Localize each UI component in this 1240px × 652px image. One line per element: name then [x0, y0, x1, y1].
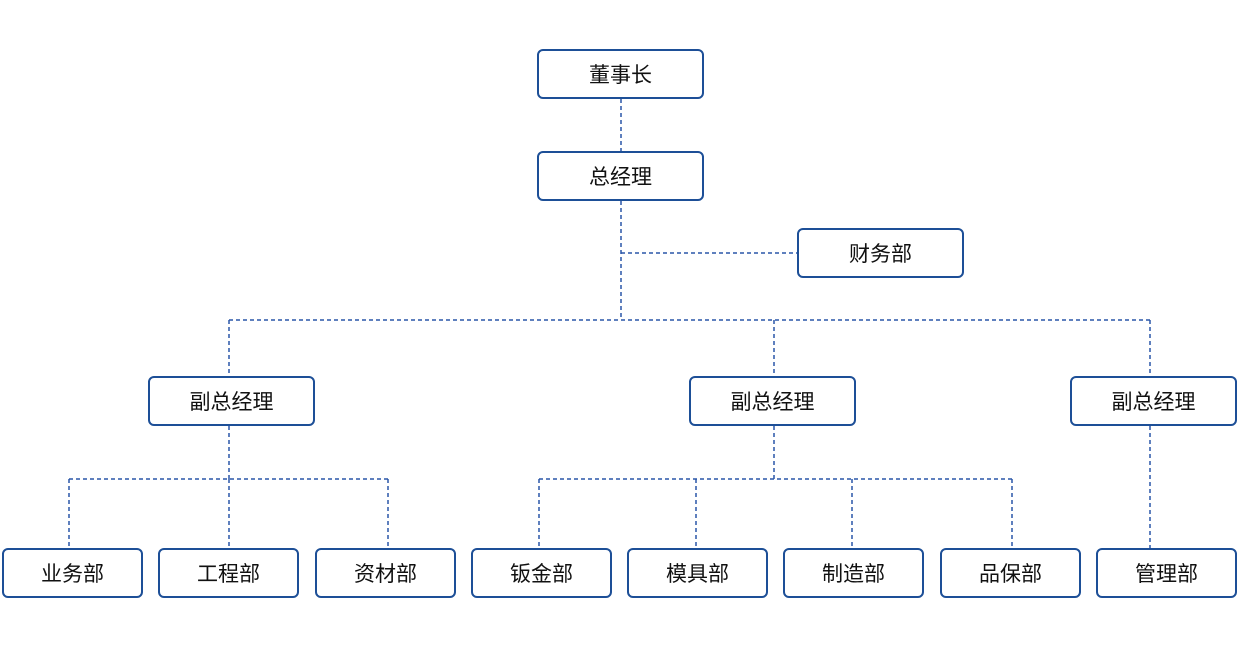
quality-dept-node[interactable]: 品保部	[940, 548, 1081, 598]
vice-gm-right-label: 副总经理	[1111, 390, 1196, 414]
vice-gm-left-label: 副总经理	[189, 390, 274, 414]
vice-gm-middle-node[interactable]: 副总经理	[689, 376, 856, 426]
general-manager-label: 总经理	[589, 165, 652, 189]
materials-dept-label: 资材部	[354, 562, 417, 586]
finance-label: 财务部	[849, 242, 912, 266]
chairman-label: 董事长	[589, 63, 652, 87]
sales-dept-label: 业务部	[41, 562, 104, 586]
finance-node[interactable]: 财务部	[797, 228, 964, 278]
general-manager-node[interactable]: 总经理	[537, 151, 704, 201]
sheet-metal-dept-node[interactable]: 钣金部	[471, 548, 612, 598]
manufacturing-dept-label: 制造部	[822, 562, 885, 586]
manufacturing-dept-node[interactable]: 制造部	[783, 548, 924, 598]
mold-dept-label: 模具部	[666, 562, 729, 586]
vice-gm-left-node[interactable]: 副总经理	[148, 376, 315, 426]
management-dept-label: 管理部	[1135, 562, 1198, 586]
engineering-dept-node[interactable]: 工程部	[158, 548, 299, 598]
chairman-node[interactable]: 董事长	[537, 49, 704, 99]
sheet-metal-dept-label: 钣金部	[510, 562, 573, 586]
engineering-dept-label: 工程部	[197, 562, 260, 586]
sales-dept-node[interactable]: 业务部	[2, 548, 143, 598]
materials-dept-node[interactable]: 资材部	[315, 548, 456, 598]
vice-gm-right-node[interactable]: 副总经理	[1070, 376, 1237, 426]
mold-dept-node[interactable]: 模具部	[627, 548, 768, 598]
quality-dept-label: 品保部	[979, 562, 1042, 586]
management-dept-node[interactable]: 管理部	[1096, 548, 1237, 598]
vice-gm-middle-label: 副总经理	[730, 390, 815, 414]
